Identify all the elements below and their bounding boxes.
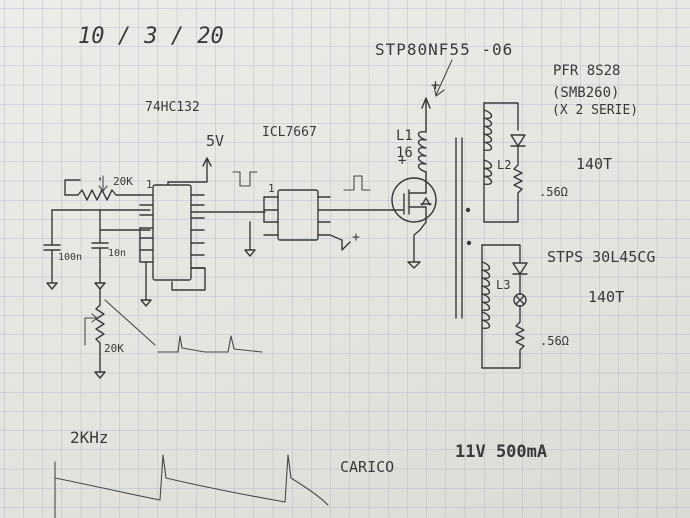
transformer-core: [455, 137, 472, 319]
frequency-label: 2KHz: [70, 428, 109, 447]
turns-lower-label: 140T: [588, 288, 625, 306]
cap-mid-label: 10n: [108, 248, 127, 259]
l1-turns-label: 16: [396, 145, 413, 161]
output-spec-label: 11V 500mA: [455, 442, 548, 462]
pot-lower-label: 20K: [104, 342, 124, 355]
turns-upper-label: 140T: [576, 155, 613, 173]
gate-chip-label: 74HC132: [145, 100, 200, 115]
mosfet-label: STP80NF55 -06: [375, 40, 514, 59]
cap-left-label: 100n: [58, 252, 83, 263]
driver-chip-label: ICL7667: [262, 125, 317, 140]
mosfet-plus-label: +: [398, 153, 407, 169]
upper-secondary: [483, 102, 526, 223]
diode-upper-note: (SMB260): [552, 85, 620, 101]
l1-name-label: L1: [396, 128, 413, 144]
driver-plus-label: +: [352, 230, 360, 245]
diode-lower-label: STPS 30L45CG: [547, 248, 656, 266]
load-label: CARICO: [340, 458, 395, 476]
driver-pin1-label: 1: [268, 182, 275, 195]
diode-upper-label: PFR 8S28: [553, 63, 621, 79]
gate-pin1-label: 1: [146, 178, 153, 191]
diode-upper-series-note: (X 2 SERIE): [552, 103, 639, 118]
supply-label: 5V: [206, 132, 225, 150]
res-lower-label: .56Ω: [540, 334, 569, 348]
l1-plus-label: +: [431, 76, 441, 94]
driver-chip: [232, 171, 393, 257]
pot-upper-label: 20K: [113, 175, 133, 188]
date-label: 10 / 3 / 20: [78, 24, 224, 49]
gate-chip: [139, 157, 266, 307]
l3-name-label: L3: [496, 278, 511, 292]
waveform-sketch: [54, 454, 329, 518]
rc-timer-network: [43, 175, 156, 379]
res-upper-label: .56Ω: [539, 185, 568, 199]
pulse-sketch: [157, 335, 263, 353]
l2-name-label: L2: [497, 158, 512, 172]
lower-secondary: [481, 244, 528, 369]
mosfet-stage: [391, 59, 453, 269]
